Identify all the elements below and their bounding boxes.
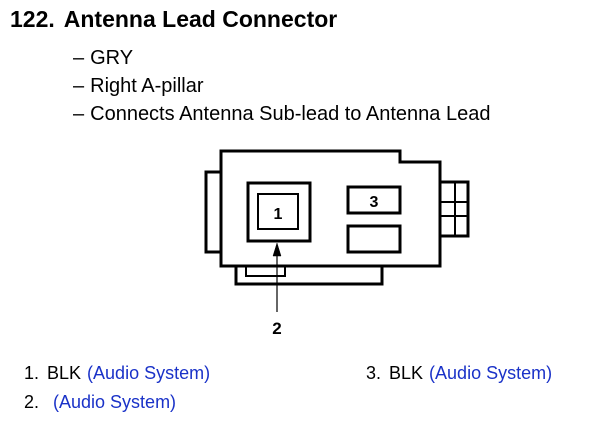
- pin-link-audio-system[interactable]: (Audio System): [87, 363, 211, 383]
- connector-number: 122.: [10, 6, 55, 32]
- pin-entry-2: 2. (Audio System): [24, 392, 176, 413]
- connector-title: 122. Antenna Lead Connector: [10, 6, 337, 33]
- pin-entry-3: 3. BLK(Audio System): [366, 363, 552, 384]
- pin-number: 2.: [24, 392, 40, 412]
- connector-housing: [219, 149, 442, 268]
- terminal-label-1: 1: [274, 206, 283, 223]
- terminal-1-outer: [246, 181, 312, 243]
- terminal-1-inner: [257, 193, 299, 230]
- connector-lock-rail: [234, 266, 384, 286]
- pin-entry-1: 1. BLK(Audio System): [24, 363, 210, 384]
- pin-number: 1.: [24, 363, 40, 383]
- terminal-label-3: 3: [370, 194, 379, 211]
- detail-connects: –Connects Antenna Sub-lead to Antenna Le…: [73, 103, 491, 125]
- pin-wire-color: BLK: [389, 363, 424, 383]
- pin-link-audio-system[interactable]: (Audio System): [429, 363, 553, 383]
- connector-lock-tab: [245, 266, 286, 277]
- callout-arrowhead: [272, 242, 282, 257]
- pin-number: 3.: [366, 363, 382, 383]
- connector-name: Antenna Lead Connector: [63, 6, 338, 32]
- callout-label-2: 2: [272, 319, 281, 338]
- connector-left-latch: [204, 170, 221, 254]
- pin-wire-color: BLK: [47, 363, 82, 383]
- detail-color: –GRY: [73, 47, 134, 69]
- terminal-3-cavity: [346, 185, 402, 215]
- pin-link-audio-system[interactable]: (Audio System): [53, 392, 177, 412]
- detail-location: –Right A-pillar: [73, 75, 204, 97]
- connector-details: –GRY –Right A-pillar –Connects Antenna S…: [73, 44, 490, 128]
- terminal-lower-cavity: [346, 224, 402, 254]
